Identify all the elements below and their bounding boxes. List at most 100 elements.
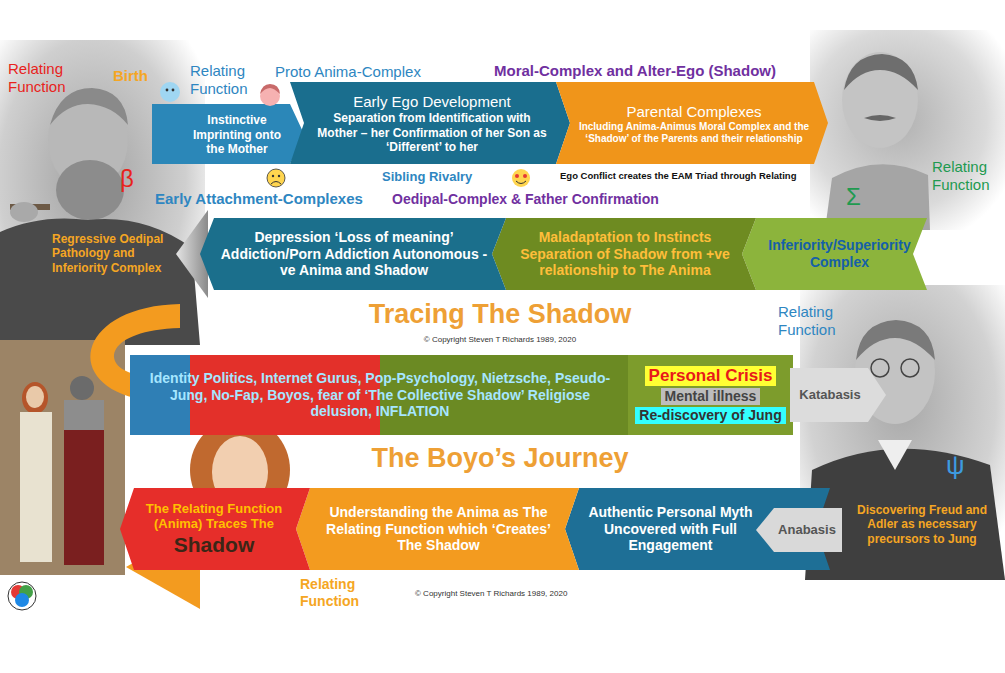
icon-eye (172, 89, 175, 92)
text-column: Depression ‘Loss of meaning’ Addiction/P… (220, 229, 488, 279)
stage-label: Moral-Complex and Alter-Ego (Shadow) (494, 62, 776, 80)
stage-label: Oedipal-Complex & Father Confirmation (392, 191, 659, 208)
portrait-hair (856, 320, 935, 360)
process-band: Maladaptation to Instincts Separation of… (492, 218, 756, 290)
icon-face (260, 86, 280, 106)
section-heading: The Boyo’s Journey (250, 442, 750, 474)
icon-face (267, 169, 285, 187)
text-column: Understanding the Anima as The Relating … (318, 504, 559, 554)
stage-label: Proto Anima-Complex (275, 63, 421, 81)
greek-symbol: Σ (846, 183, 861, 212)
function-label: Relating Function (8, 60, 88, 96)
highlighted-text: Re-discovery of Jung (635, 407, 785, 424)
text-column: Identity Politics, Internet Gurus, Pop-P… (140, 370, 620, 420)
process-band: Early Ego DevelopmentSeparation from Ide… (290, 82, 570, 164)
band-text: Depression ‘Loss of meaning’ Addiction/P… (220, 229, 488, 279)
mother-icon (260, 84, 280, 106)
icon-mouth (516, 181, 526, 184)
heart-eyes-icon (512, 169, 530, 187)
baby-icon (160, 82, 180, 102)
band-text: Including Anima-Animus Moral Complex and… (578, 121, 810, 145)
diagram-title: Tracing The Shadow (250, 298, 750, 330)
function-label: Relating Function (300, 576, 374, 610)
process-band: Parental ComplexesIncluding Anima-Animus… (556, 82, 828, 164)
text-column: Early Ego DevelopmentSeparation from Ide… (312, 93, 552, 154)
text-column: Anabasis (776, 522, 838, 538)
icon-mouth (271, 182, 281, 185)
text-column: Maladaptation to Instincts Separation of… (512, 229, 738, 279)
greek-symbol: β (120, 165, 134, 194)
portrait-ground (810, 30, 1005, 230)
process-band: Inferiority/Superiority Complex (742, 218, 927, 290)
painting-tunic (64, 400, 104, 565)
icon-eye (272, 175, 274, 177)
band-text: Understanding the Anima as The Relating … (318, 504, 559, 554)
process-band: Personal CrisisMental illnessRe-discover… (628, 355, 793, 435)
painting-dress (20, 412, 52, 562)
note-label: Regressive Oedipal Pathology and Inferio… (52, 232, 174, 275)
function-label: Relating Function (778, 303, 854, 339)
greek-symbol: ψ (946, 450, 965, 481)
painting-helmet (70, 376, 94, 400)
icon-face (512, 169, 530, 187)
text-column: Katabasis (796, 387, 864, 403)
band-heading: Parental Complexes (578, 103, 810, 121)
band-text: Shadow (138, 532, 290, 557)
icon-face (160, 82, 180, 102)
icon-eye (515, 174, 519, 178)
note-label: Discovering Freud and Adler as necessary… (846, 503, 998, 546)
portrait-glasses (871, 359, 889, 377)
text-column: Personal CrisisMental illnessRe-discover… (634, 364, 787, 426)
band-text: Instinctive Imprinting onto the Mother (186, 113, 288, 156)
icon-eye (278, 175, 280, 177)
portrait-collar (878, 440, 912, 470)
copyright-note: © Copyright Steven T Richards 1989, 2020 (415, 589, 567, 599)
sad-face-icon (267, 169, 285, 187)
highlighted-text: Mental illness (661, 388, 761, 405)
text-column: Authentic Personal Myth Uncovered with F… (587, 504, 754, 554)
stage-label: Early Attachment-Complexes (155, 190, 363, 208)
band-text: Maladaptation to Instincts Separation of… (512, 229, 738, 279)
stage-label: Birth (113, 67, 148, 85)
function-label: Relating Function (190, 62, 264, 98)
portrait-head (842, 52, 918, 148)
highlighted-text: Personal Crisis (645, 366, 777, 386)
icon-eye (166, 89, 169, 92)
portrait-beard (56, 160, 124, 220)
portrait-moustache (864, 115, 896, 121)
portrait-hair (844, 54, 918, 90)
painting-mail (64, 400, 104, 430)
text-column: Parental ComplexesIncluding Anima-Animus… (578, 103, 810, 145)
copyright-note: © Copyright Steven T Richards 1989, 2020 (300, 335, 700, 345)
text-column: Inferiority/Superiority Complex (760, 237, 919, 271)
painting-hair (22, 382, 48, 414)
process-band: Instinctive Imprinting onto the Mother (152, 104, 304, 164)
text-column: Instinctive Imprinting onto the Mother (186, 113, 288, 156)
band-text: Identity Politics, Internet Gurus, Pop-P… (140, 370, 620, 420)
logo (8, 582, 36, 610)
band-text: Authentic Personal Myth Uncovered with F… (587, 504, 754, 554)
stage-label: Sibling Rivalry (382, 169, 472, 185)
logo-ring (8, 582, 36, 610)
portrait-glasses (901, 359, 919, 377)
process-band: The Relating Function (Anima) Traces The… (120, 488, 310, 570)
process-band: Anabasis (756, 508, 842, 552)
icon-eye (523, 174, 527, 178)
band-text: Separation from Identification with Moth… (312, 111, 552, 154)
band-text: Katabasis (796, 387, 864, 403)
band-text: Inferiority/Superiority Complex (760, 237, 919, 271)
logo-dot (15, 593, 29, 607)
band-heading: Early Ego Development (312, 93, 552, 111)
icon-hair (260, 84, 280, 94)
note-label: Ego Conflict creates the EAM Triad throu… (560, 170, 796, 181)
adler-portrait (810, 30, 1005, 230)
process-band: Katabasis (790, 368, 886, 422)
portrait-hand (10, 202, 38, 222)
function-label: Relating Function (932, 158, 1002, 194)
band-text: Anabasis (776, 522, 838, 538)
band-heading: The Relating Function (Anima) Traces The (138, 501, 290, 532)
text-column: The Relating Function (Anima) Traces The… (138, 501, 290, 557)
process-band: Identity Politics, Internet Gurus, Pop-P… (130, 355, 630, 435)
process-band: Understanding the Anima as The Relating … (296, 488, 579, 570)
